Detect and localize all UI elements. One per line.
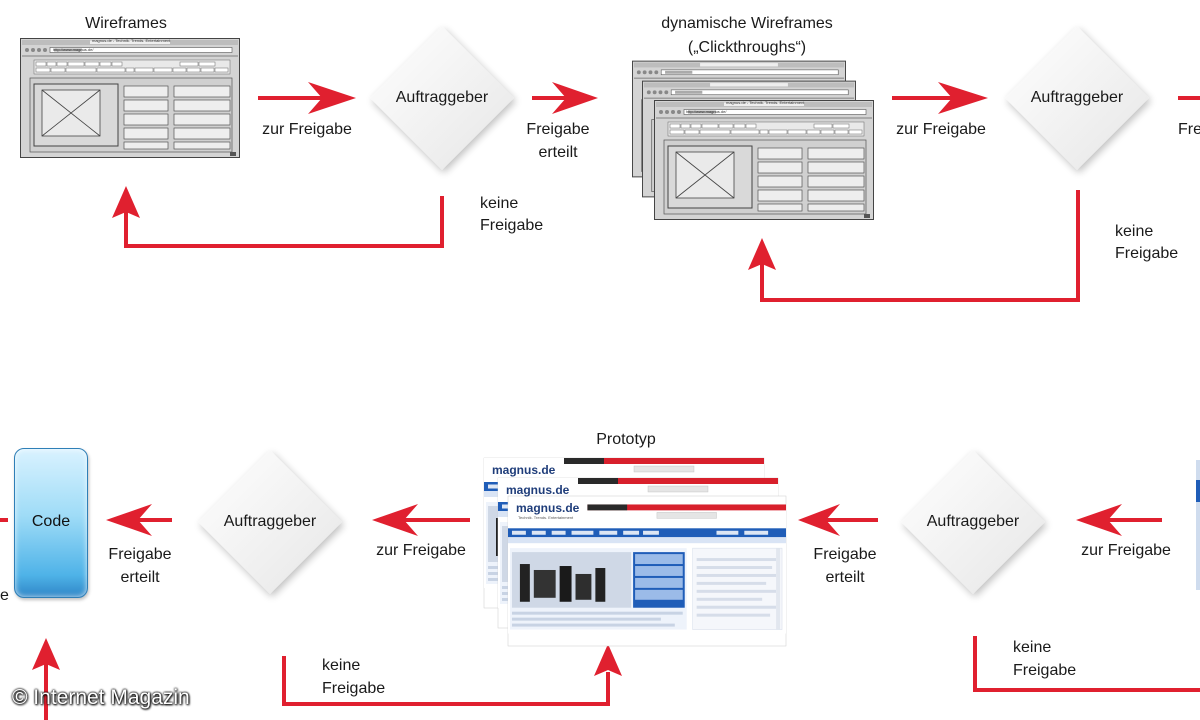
label-not-approved-2a: keine: [1115, 223, 1154, 240]
dynamic-wireframe-site-title: magnus.de - Technik. Trends. Entertainme…: [726, 100, 805, 105]
label-not-approved-4a: keine: [322, 657, 361, 674]
label-not-approved-3b: Freigabe: [1013, 662, 1077, 679]
title-wireframes: Wireframes: [85, 15, 167, 32]
label-approved-4a: Freigabe: [108, 546, 172, 563]
wireframe-mockup: [19, 38, 241, 158]
label-approved-4b: erteilt: [120, 569, 160, 586]
prototype-stack: [483, 457, 787, 647]
approver-label-1: Auftraggeber: [395, 89, 489, 106]
label-for-approval-4: zur Freigabe: [376, 542, 466, 559]
label-not-approved-1a: keine: [480, 195, 519, 212]
dynamic-wireframe-url: http://www.magnus.de/: [686, 109, 727, 114]
approver-diamond-1: [370, 26, 514, 170]
feedback-loop-1: [124, 196, 444, 248]
title-prototype: Prototyp: [596, 431, 656, 448]
feedback-loop-2: [760, 190, 1080, 302]
feedback-loop-4: [282, 656, 610, 706]
feedback-arrowhead-2: [748, 238, 776, 270]
label-not-approved-2b: Freigabe: [1115, 245, 1179, 262]
feedback-arrowhead-code: [32, 638, 60, 670]
label-approved-1b: erteilt: [538, 144, 578, 161]
label-not-approved-1b: Freigabe: [480, 217, 544, 234]
approver-diamond-2: [1005, 26, 1149, 170]
label-not-approved-3a: keine: [1013, 639, 1052, 656]
label-for-approval-2: zur Freigabe: [896, 121, 986, 138]
approver-label-2: Auftraggeber: [1030, 89, 1124, 106]
dynamic-wireframe-front: [653, 100, 875, 220]
label-cut-right-top: Fre: [1178, 121, 1200, 138]
label-cut-left-bottom: e: [0, 587, 9, 604]
feedback-loop-3: [973, 636, 1200, 692]
label-approved-3b: erteilt: [825, 569, 865, 586]
feedback-arrowhead-4: [594, 644, 622, 676]
label-not-approved-4b: Freigabe: [322, 680, 386, 697]
wireframe-site-title: magnus.de - Technik. Trends. Entertainme…: [92, 38, 171, 43]
label-for-approval-1: zur Freigabe: [262, 121, 352, 138]
copyright-watermark: © Internet Magazin: [12, 686, 190, 709]
label-approved-1a: Freigabe: [526, 121, 590, 138]
forward-arrowheads-top: [308, 82, 988, 114]
prototype-tagline: Technik. Trends. Entertainment: [518, 515, 574, 520]
prototype-logo-middle: magnus.de: [506, 483, 570, 497]
prototype-logo-front: magnus.de: [516, 501, 580, 515]
feedback-arrowhead-1: [112, 186, 140, 218]
approver-diamond-4: [198, 450, 342, 594]
title-dynamic-wireframes-sub: („Clickthroughs“): [687, 39, 807, 56]
label-approved-3a: Freigabe: [813, 546, 877, 563]
prototype-logo-back: magnus.de: [492, 463, 556, 477]
wireframe-url: http://www.magnus.de/: [53, 47, 94, 52]
code-node: Code: [14, 448, 88, 598]
code-label: Code: [31, 513, 71, 530]
approver-label-4: Auftraggeber: [223, 513, 317, 530]
approver-diamond-3: [901, 450, 1045, 594]
approver-label-3: Auftraggeber: [926, 513, 1020, 530]
cut-off-element-right: [1196, 460, 1200, 590]
backward-arrowheads-bottom: [106, 504, 1122, 536]
title-dynamic-wireframes: dynamische Wireframes: [661, 15, 833, 32]
label-for-approval-3: zur Freigabe: [1081, 542, 1171, 559]
cut-off-element-right-accent: [1196, 480, 1200, 502]
